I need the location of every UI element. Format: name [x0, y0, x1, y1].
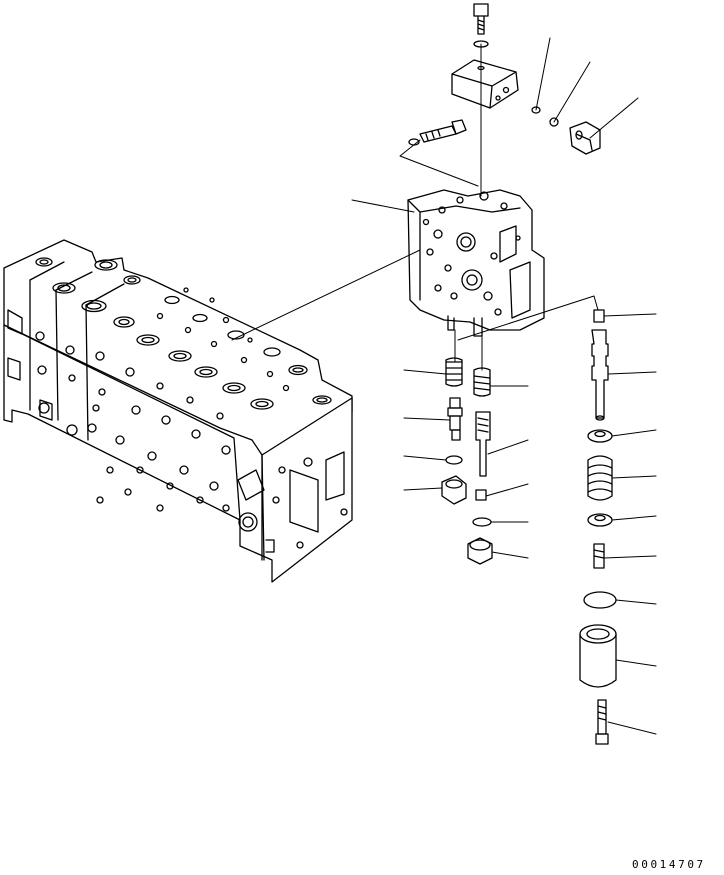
- cap-bolt: [595, 699, 609, 745]
- leader-lines: [231, 37, 657, 735]
- plug: [549, 117, 559, 127]
- cap-o-ring: [583, 591, 617, 609]
- screw-cap: [593, 309, 605, 323]
- poppet-left: [447, 397, 463, 441]
- spring-seat-lower: [587, 513, 613, 527]
- o-ring-left: [445, 455, 463, 465]
- control-valve-assembly: [3, 239, 353, 583]
- spool-mid: [475, 411, 491, 477]
- main-spool: [591, 329, 609, 421]
- fitting: [569, 121, 601, 155]
- cover-block: [451, 59, 519, 109]
- plug-mid: [467, 537, 493, 565]
- stopper-bolt: [593, 543, 605, 569]
- o-ring-mid: [472, 517, 492, 527]
- spring-seat-upper: [587, 429, 613, 443]
- spring-mid: [473, 367, 491, 397]
- valve-section-block: [407, 189, 545, 337]
- seat-mid: [475, 489, 487, 501]
- figure-code: 00014707: [632, 858, 706, 871]
- spring-left: [445, 357, 463, 387]
- o-ring: [531, 106, 541, 114]
- top-bolt: [473, 3, 489, 35]
- side-bolt: [408, 119, 467, 146]
- spool-cap: [579, 624, 617, 688]
- spool-spring: [587, 455, 613, 501]
- plug-left: [441, 475, 467, 505]
